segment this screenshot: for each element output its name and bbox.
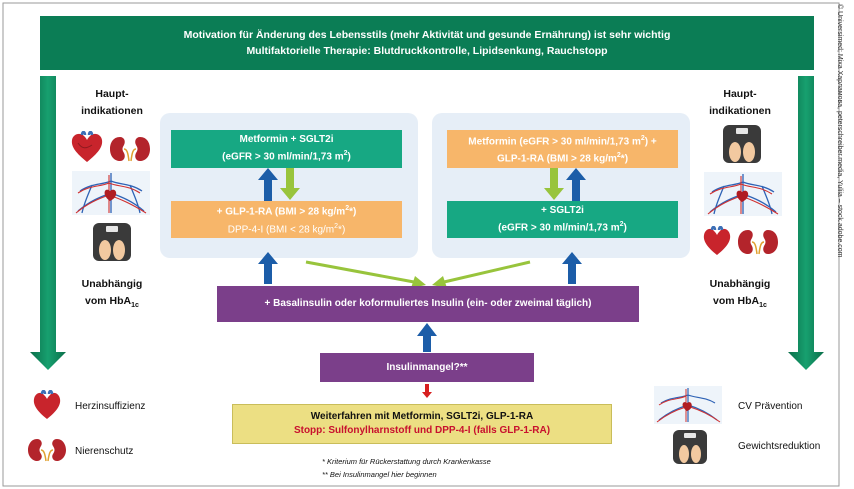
right-bottom-line-2-post: )	[623, 222, 627, 234]
left-down-arrow	[280, 168, 300, 200]
continue-box: Weiterfahren mit Metformin, SGLT2i, GLP-…	[232, 404, 612, 444]
scale-icon	[723, 125, 761, 163]
left-bottom-line-1-pre: + GLP-1-RA (BMI > 28 kg/m	[216, 206, 346, 218]
left-top-line-2-post: )	[347, 151, 351, 163]
insulin-deficiency-text: Insulinmangel?**	[386, 361, 468, 373]
right-bottom-line-2: (eGFR > 30 ml/min/1,73 m2)	[498, 218, 627, 235]
scale-icon	[93, 223, 131, 261]
left-subtitle-line-1: Unabhängig	[81, 278, 143, 290]
kidney-icon	[28, 439, 66, 462]
right-top-line-2-post: *)	[620, 153, 629, 165]
basal-insulin-text: + Basalinsulin oder koformuliertes Insul…	[264, 298, 592, 309]
left-bottom-line-1-post: *)	[349, 206, 357, 218]
right-down-arrow	[544, 168, 564, 200]
left-up-arrow	[258, 168, 278, 201]
green-diag-right-head	[432, 276, 447, 288]
footnote-2: ** Bei Insulinmangel hier beginnen	[322, 470, 437, 479]
right-top-line-1-sup: 2	[640, 134, 645, 142]
right-top-line-2-pre: GLP-1-RA (BMI > 28 kg/m	[496, 153, 617, 165]
right-bottom-line-2-sup: 2	[619, 220, 624, 228]
right-top-line-1-pre: Metformin (eGFR > 30 ml/min/1,73 m	[468, 136, 641, 147]
circulation-icon	[654, 386, 722, 424]
left-top-line-2-pre: (eGFR > 30 ml/min/1,73 m	[222, 151, 344, 163]
right-title-line-2: indikationen	[709, 105, 771, 117]
left-bottom-line-2-pre: DPP-4-I (BMI < 28 kg/m	[227, 223, 335, 235]
left-subtitle: Unabhängig vom HbA1c	[68, 276, 156, 314]
left-bottom-line-1: + GLP-1-RA (BMI > 28 kg/m2*)	[217, 202, 357, 219]
left-subtitle-text: vom HbA	[85, 295, 132, 307]
right-subtitle-line-1: Unabhängig	[709, 278, 771, 290]
green-diag-right	[443, 260, 531, 284]
left-title-line-1: Haupt-	[95, 88, 129, 100]
legend-kidney-label: Nierenschutz	[75, 446, 134, 457]
right-top-line-1: Metformin (eGFR > 30 ml/min/1,73 m2) +	[468, 132, 656, 149]
insulin-up-arrow	[417, 323, 437, 352]
footnotes: * Kriterium für Rückerstattung durch Kra…	[322, 455, 582, 481]
legend-weight-label: Gewichtsreduktion	[738, 441, 821, 452]
heart-icon	[33, 390, 61, 419]
right-panel-bottom-box: + SGLT2i (eGFR > 30 ml/min/1,73 m2)	[447, 201, 678, 238]
header-line-1: Motivation für Änderung des Lebensstils …	[183, 29, 671, 41]
green-diag-left-head	[411, 276, 426, 288]
scale-icon	[673, 430, 707, 464]
footnote-1: * Kriterium für Rückerstattung durch Kra…	[322, 457, 491, 466]
right-title-line-1: Haupt-	[723, 88, 757, 100]
left-panel-top-box: Metformin + SGLT2i (eGFR > 30 ml/min/1,7…	[171, 130, 402, 168]
right-title: Haupt- indikationen	[700, 86, 780, 120]
green-diag-left	[305, 260, 415, 284]
image-credit: © Universimed; Mixa Харламова, peterschr…	[836, 4, 843, 258]
right-bottom-line-2-pre: (eGFR > 30 ml/min/1,73 m	[498, 222, 620, 234]
continue-line-2: Stopp: Sulfonylharnstoff und DPP-4-I (fa…	[293, 425, 551, 436]
right-top-line-1-post: ) +	[644, 136, 657, 147]
left-top-line-2-sup: 2	[343, 150, 348, 158]
heart-icon	[71, 131, 103, 162]
insulin-deficiency-box: Insulinmangel?**	[320, 353, 534, 382]
circulation-icon	[704, 172, 782, 216]
legend-cv-label: CV Prävention	[738, 401, 803, 412]
heart-icon	[703, 226, 731, 255]
right-subtitle-text: vom HbA	[713, 295, 760, 307]
basal-insulin-box: + Basalinsulin oder koformuliertes Insul…	[217, 286, 639, 322]
right-subtitle: Unabhängig vom HbA1c	[696, 276, 784, 314]
header-banner: Motivation für Änderung des Lebensstils …	[40, 16, 814, 70]
left-bottom-line-2-post: *)	[338, 223, 346, 235]
red-down-arrow	[422, 384, 432, 398]
basal-left-up-arrow	[258, 252, 278, 284]
left-bottom-line-1-sup: 2	[345, 205, 350, 213]
right-side-arrow	[788, 76, 824, 370]
right-up-arrow	[566, 168, 586, 201]
header-line-2: Multifaktorielle Therapie: Blutdruckkont…	[246, 45, 608, 57]
left-side-arrow	[30, 76, 66, 370]
left-panel-bottom-box: + GLP-1-RA (BMI > 28 kg/m2*) DPP-4-I (BM…	[171, 201, 402, 238]
right-bottom-line-1: + SGLT2i	[541, 204, 584, 216]
right-top-line-2-sup: 2	[616, 152, 621, 159]
left-subtitle-sub: 1c	[131, 302, 139, 310]
circulation-icon	[72, 171, 150, 215]
right-subtitle-line-2: vom HbA1c	[696, 293, 784, 314]
right-subtitle-sub: 1c	[759, 302, 767, 310]
right-panel-top-box: Metformin (eGFR > 30 ml/min/1,73 m2) + G…	[447, 130, 678, 168]
left-subtitle-line-2: vom HbA1c	[68, 293, 156, 314]
left-top-line-2: (eGFR > 30 ml/min/1,73 m2)	[222, 147, 351, 164]
right-top-line-2: GLP-1-RA (BMI > 28 kg/m2*)	[497, 149, 628, 166]
left-bottom-line-2: DPP-4-I (BMI < 28 kg/m2*)	[228, 220, 346, 237]
left-top-line-1: Metformin + SGLT2i	[239, 134, 334, 146]
kidney-icon	[110, 137, 150, 162]
left-title: Haupt- indikationen	[72, 86, 152, 120]
basal-right-up-arrow	[562, 252, 582, 284]
left-title-line-2: indikationen	[81, 105, 143, 117]
legend-heart-label: Herzinsuffizienz	[75, 401, 146, 412]
continue-line-1: Weiterfahren mit Metformin, SGLT2i, GLP-…	[310, 411, 534, 422]
left-bottom-line-2-sup: 2	[334, 222, 339, 230]
kidney-icon	[738, 230, 778, 255]
